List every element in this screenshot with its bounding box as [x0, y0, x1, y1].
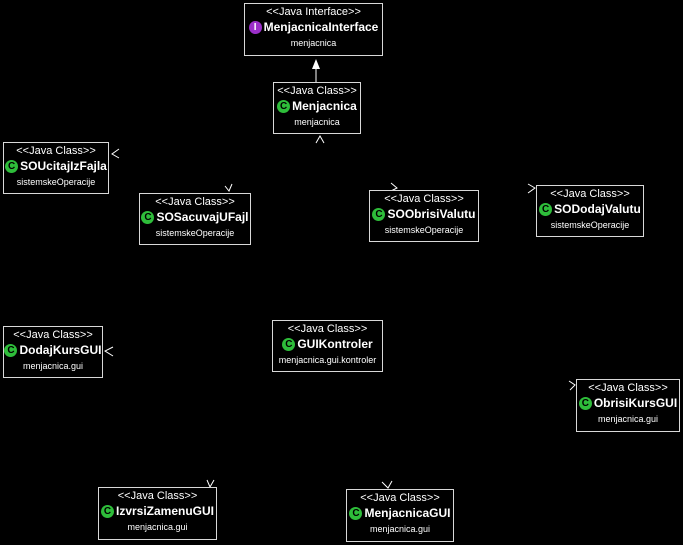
node-package: sistemskeOperacije [16, 177, 96, 187]
interface-icon: I [248, 21, 262, 34]
arrowhead-izvrsi-zamenu-gui [206, 479, 215, 489]
class-icon: C [100, 505, 114, 518]
node-name: SOSacuvajUFajl [156, 210, 249, 224]
node-stereotype: <<Java Class>> [16, 145, 96, 157]
node-package: menjacnica.gui [369, 524, 431, 534]
node-name: Menjacnica [292, 99, 357, 113]
node-name: MenjacnicaGUI [364, 506, 451, 520]
node-package: menjacnica.gui [597, 414, 659, 424]
node-name: GUIKontroler [297, 337, 373, 351]
arrowhead-menjacnica [315, 134, 325, 144]
node-package: menjacnica.gui [127, 522, 188, 532]
class-icon: C [277, 100, 291, 113]
node-stereotype: <<Java Class>> [550, 188, 630, 200]
arrowhead-menjacnica-gui [381, 480, 393, 489]
node-stereotype: <<Java Class>> [588, 382, 668, 394]
arrowhead-so-sacuvaj [224, 183, 233, 192]
node-package: menjacnica.gui.kontroler [278, 355, 377, 365]
node-name: IzvrsiZamenuGUI [115, 504, 215, 518]
node-name: MenjacnicaInterface [263, 20, 379, 34]
class-icon: C [4, 344, 18, 357]
class-icon: C [5, 160, 19, 173]
arrowhead-so-ucitaj [111, 148, 120, 159]
node-name: DodajKursGUI [19, 343, 102, 357]
node-name: SOObrisiValutu [387, 207, 476, 221]
class-icon: C [539, 203, 553, 216]
node-name: SOUcitajIzFajla [20, 159, 107, 173]
node-package: sistemskeOperacije [550, 220, 630, 230]
node-stereotype: <<Java Class>> [384, 193, 464, 205]
node-package: menjacnica.gui [22, 361, 84, 371]
class-icon: C [578, 397, 592, 410]
node-package: sistemskeOperacije [155, 228, 235, 238]
class-icon: C [141, 211, 155, 224]
arrowhead-obrisi-kurs-gui [568, 380, 576, 391]
node-stereotype: <<Java Class>> [360, 492, 440, 504]
node-name: ObrisiKursGUI [593, 396, 678, 410]
node-stereotype: <<Java Class>> [287, 323, 368, 335]
node-stereotype: <<Java Interface>> [266, 6, 361, 18]
class-icon: C [282, 338, 296, 351]
realization-arrowhead [312, 59, 320, 69]
node-package: menjacnica [290, 38, 337, 48]
node-name: SODodajValutu [554, 202, 641, 216]
node-package: sistemskeOperacije [384, 225, 464, 235]
node-stereotype: <<Java Class>> [117, 490, 198, 502]
node-stereotype: <<Java Class>> [13, 329, 93, 341]
arrowhead-dodaj-kurs-gui [103, 346, 114, 357]
arrowhead-so-dodaj [527, 183, 536, 194]
class-icon: C [349, 507, 363, 520]
node-package: menjacnica [294, 117, 340, 127]
node-stereotype: <<Java Class>> [277, 85, 357, 97]
node-stereotype: <<Java Class>> [155, 196, 235, 208]
class-icon: C [372, 208, 386, 221]
